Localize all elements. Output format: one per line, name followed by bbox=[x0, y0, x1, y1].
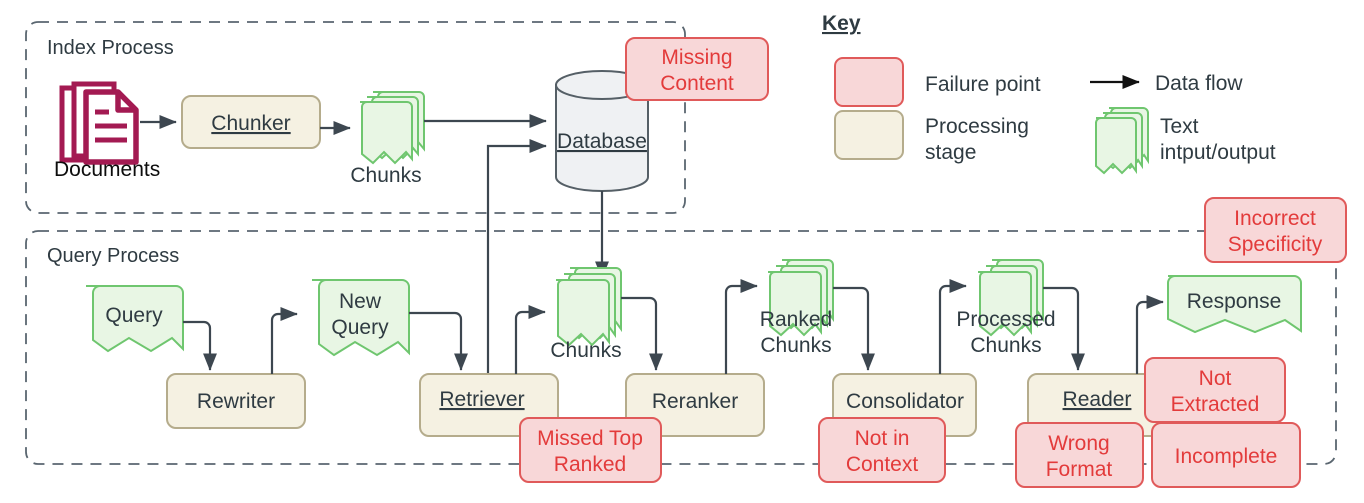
index-chunks-node bbox=[360, 91, 425, 165]
not-extracted-failure[interactable]: Not Extracted bbox=[1144, 357, 1286, 423]
query-node: Query bbox=[86, 285, 184, 353]
not-in-context-label-line1: Not in bbox=[855, 427, 910, 450]
reranker-node[interactable]: Reranker bbox=[625, 373, 765, 437]
arrow-query-to-rewriter bbox=[183, 320, 218, 371]
new-query-label-line1: New bbox=[339, 290, 382, 313]
wrong-format-label-line1: Wrong bbox=[1048, 432, 1109, 455]
missing-content-failure[interactable]: Missing Content bbox=[625, 37, 769, 101]
ranked-chunks-label-line1: Ranked bbox=[760, 308, 832, 331]
missed-top-ranked-label-line1: Missed Top bbox=[537, 427, 643, 450]
chunker-node[interactable]: Chunker bbox=[181, 95, 321, 149]
missing-content-label-line2: Content bbox=[660, 72, 734, 95]
query-process-label: Query Process bbox=[47, 245, 179, 267]
processed-chunks-label-line2: Chunks bbox=[970, 334, 1041, 357]
key-stage-label-line2: stage bbox=[925, 141, 976, 164]
query-chunks-label: Chunks bbox=[550, 339, 621, 362]
consolidator-label: Consolidator bbox=[846, 390, 964, 413]
documents-label: Documents bbox=[54, 158, 160, 181]
missed-top-ranked-label-line2: Ranked bbox=[554, 453, 626, 476]
incorrect-specificity-label-line2: Specificity bbox=[1228, 233, 1323, 256]
rewriter-label: Rewriter bbox=[197, 390, 275, 413]
reranker-label: Reranker bbox=[652, 390, 738, 413]
not-extracted-label-line2: Extracted bbox=[1171, 393, 1260, 416]
key-failure-swatch bbox=[834, 57, 904, 107]
key-title: Key bbox=[822, 12, 861, 35]
index-chunks-label: Chunks bbox=[350, 164, 421, 187]
incomplete-label-line1: Incomplete bbox=[1175, 445, 1278, 468]
arrow-retriever-to-chunks bbox=[514, 304, 546, 374]
not-in-context-failure[interactable]: Not in Context bbox=[818, 417, 946, 483]
documents-stack-icon bbox=[59, 81, 139, 165]
arrow-ranked-chunks-to-consolidator bbox=[833, 286, 876, 371]
query-process-group bbox=[25, 230, 1337, 465]
response-label: Response bbox=[1187, 290, 1282, 313]
key-stage-label-line1: Processing bbox=[925, 115, 1029, 138]
processed-chunks-label-line1: Processed bbox=[956, 308, 1055, 331]
key-stage-swatch bbox=[834, 110, 904, 160]
new-query-label-line2: Query bbox=[331, 316, 389, 339]
index-process-label: Index Process bbox=[47, 37, 174, 59]
not-in-context-label-line2: Context bbox=[846, 453, 919, 476]
key-data-flow-label: Data flow bbox=[1155, 72, 1243, 95]
arrow-retriever-to-database bbox=[486, 138, 547, 375]
incorrect-specificity-label-line1: Incorrect bbox=[1234, 207, 1316, 230]
retriever-label: Retriever bbox=[439, 388, 524, 411]
not-extracted-label-line1: Not bbox=[1199, 367, 1232, 390]
arrow-rewriter-to-new-query bbox=[270, 306, 298, 374]
arrow-reader-to-response bbox=[1135, 294, 1164, 374]
key-legend: Key Failure point Processing stage Data … bbox=[822, 12, 1276, 175]
incorrect-specificity-failure[interactable]: Incorrect Specificity bbox=[1204, 197, 1347, 263]
chunker-label: Chunker bbox=[211, 112, 290, 135]
query-chunks-node bbox=[556, 267, 622, 347]
new-query-node: New Query bbox=[312, 279, 410, 357]
arrow-processed-chunks-to-reader bbox=[1043, 286, 1086, 371]
rewriter-node[interactable]: Rewriter bbox=[166, 373, 306, 429]
ranked-chunks-label-line2: Chunks bbox=[760, 334, 831, 357]
ranked-chunks-node bbox=[768, 259, 834, 337]
wrong-format-failure[interactable]: Wrong Format bbox=[1015, 422, 1144, 488]
missed-top-ranked-failure[interactable]: Missed Top Ranked bbox=[519, 417, 662, 483]
key-text-io-label-line2: intput/output bbox=[1160, 141, 1276, 164]
key-text-io-label-line1: Text bbox=[1160, 115, 1199, 138]
reader-label: Reader bbox=[1063, 388, 1132, 411]
database-label: Database bbox=[557, 130, 647, 153]
arrow-new-query-to-retriever bbox=[409, 311, 469, 371]
arrow-reranker-to-ranked-chunks bbox=[724, 278, 758, 374]
key-failure-label: Failure point bbox=[925, 73, 1041, 96]
missing-content-label-line1: Missing bbox=[661, 46, 732, 69]
query-label: Query bbox=[105, 304, 163, 327]
response-node: Response bbox=[1167, 275, 1302, 334]
arrow-consolidator-to-processed-chunks bbox=[938, 278, 967, 374]
incomplete-failure[interactable]: Incomplete bbox=[1151, 422, 1301, 488]
processed-chunks-node bbox=[978, 259, 1044, 337]
key-text-io-swatch bbox=[1095, 107, 1149, 175]
arrow-chunks-to-reranker bbox=[621, 296, 664, 371]
wrong-format-label-line2: Format bbox=[1046, 458, 1113, 481]
